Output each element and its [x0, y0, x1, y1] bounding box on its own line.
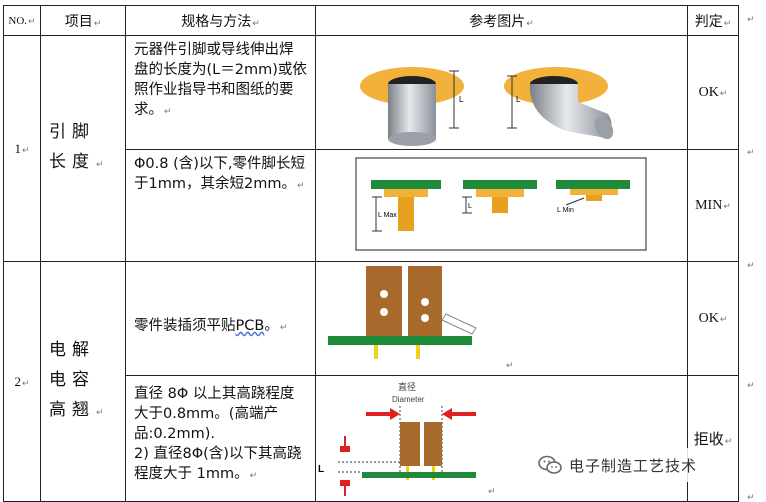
return-mark: ↵: [747, 381, 755, 391]
header-row: NO.↵ 项目↵ 规格与方法↵ 参考图片↵ 判定↵: [3, 5, 739, 36]
return-mark: ↵: [747, 15, 755, 25]
spec-text: 零件装插须平贴PCB。↵: [125, 261, 316, 376]
return-mark: ↵: [747, 261, 755, 271]
l-max-label: L Max: [378, 212, 397, 219]
diameter-cn-label: 直径: [398, 381, 416, 393]
item-name: 电解电容高翘↵: [40, 261, 126, 502]
reference-image: L L: [315, 35, 688, 150]
return-mark: ↵: [488, 487, 496, 497]
wechat-icon: [538, 455, 562, 474]
l-label: L: [468, 203, 472, 210]
spec-text: 直径 8Φ 以上其高跷程度大于0.8mm。(高端产品:0.2mm). 2) 直径…: [125, 375, 316, 502]
dimension-label-left: L: [459, 95, 464, 104]
judgement-result: OK↵: [687, 35, 739, 150]
header-item: 项目↵: [40, 5, 126, 36]
spec-text: Φ0.8 (含)以下,零件脚长短于1mm，其余短2mm。↵: [125, 149, 316, 262]
return-mark: ↵: [747, 493, 755, 501]
reference-image: L Max L L Min: [315, 149, 688, 262]
return-mark: ↵: [506, 361, 514, 371]
header-spec: 规格与方法↵: [125, 5, 316, 36]
header-no: NO.↵: [3, 5, 41, 36]
wechat-watermark: 电子制造工艺技术: [533, 448, 704, 482]
table-row: 2↵ 电解电容高翘↵ 零件装插须平贴PCB。↵ ↵ OK↵: [3, 261, 739, 502]
paragraph-marks-column: ↵ ↵ ↵ ↵ ↵: [747, 15, 755, 501]
table-row: Φ0.8 (含)以下,零件脚长短于1mm，其余短2mm。↵ L Max L: [4, 149, 739, 262]
table-row: 1↵ 引脚长度↵ 元器件引脚或导线伸出焊盘的长度为(L＝2mm)或依照作业指导书…: [3, 35, 739, 262]
header-ref-image: 参考图片↵: [315, 5, 688, 36]
lift-height-label: L: [318, 464, 324, 475]
reference-image: ↵: [315, 261, 688, 376]
spec-text: 元器件引脚或导线伸出焊盘的长度为(L＝2mm)或依照作业指导书和图纸的要求。↵: [125, 35, 316, 150]
judgement-result: OK↵: [687, 261, 739, 376]
watermark-text: 电子制造工艺技术: [569, 456, 698, 475]
lead-length-illustration: L L: [360, 67, 614, 146]
judgement-result: 拒收↵: [687, 375, 739, 502]
row-number: 1↵: [3, 35, 41, 262]
header-judge: 判定↵: [687, 5, 739, 36]
flat-mount-illustration: ↵: [328, 266, 514, 371]
dimension-label-right: L: [516, 95, 521, 104]
row-number: 2↵: [3, 261, 41, 502]
reference-image: 直径 Diameter L ↵: [315, 375, 688, 502]
l-min-label: L Min: [557, 207, 574, 214]
diameter-en-label: Diameter: [392, 395, 425, 404]
item-name: 引脚长度↵: [40, 35, 126, 262]
inspection-table: NO.↵ 项目↵ 规格与方法↵ 参考图片↵ 判定↵ 1↵ 引脚长度↵ 元器件引脚…: [3, 5, 739, 502]
judgement-result: MIN↵: [687, 149, 739, 262]
return-mark: ↵: [747, 148, 755, 158]
capacitor-lift-illustration: 直径 Diameter L ↵: [318, 381, 496, 497]
lead-min-max-illustration: L Max L L Min: [355, 157, 647, 251]
